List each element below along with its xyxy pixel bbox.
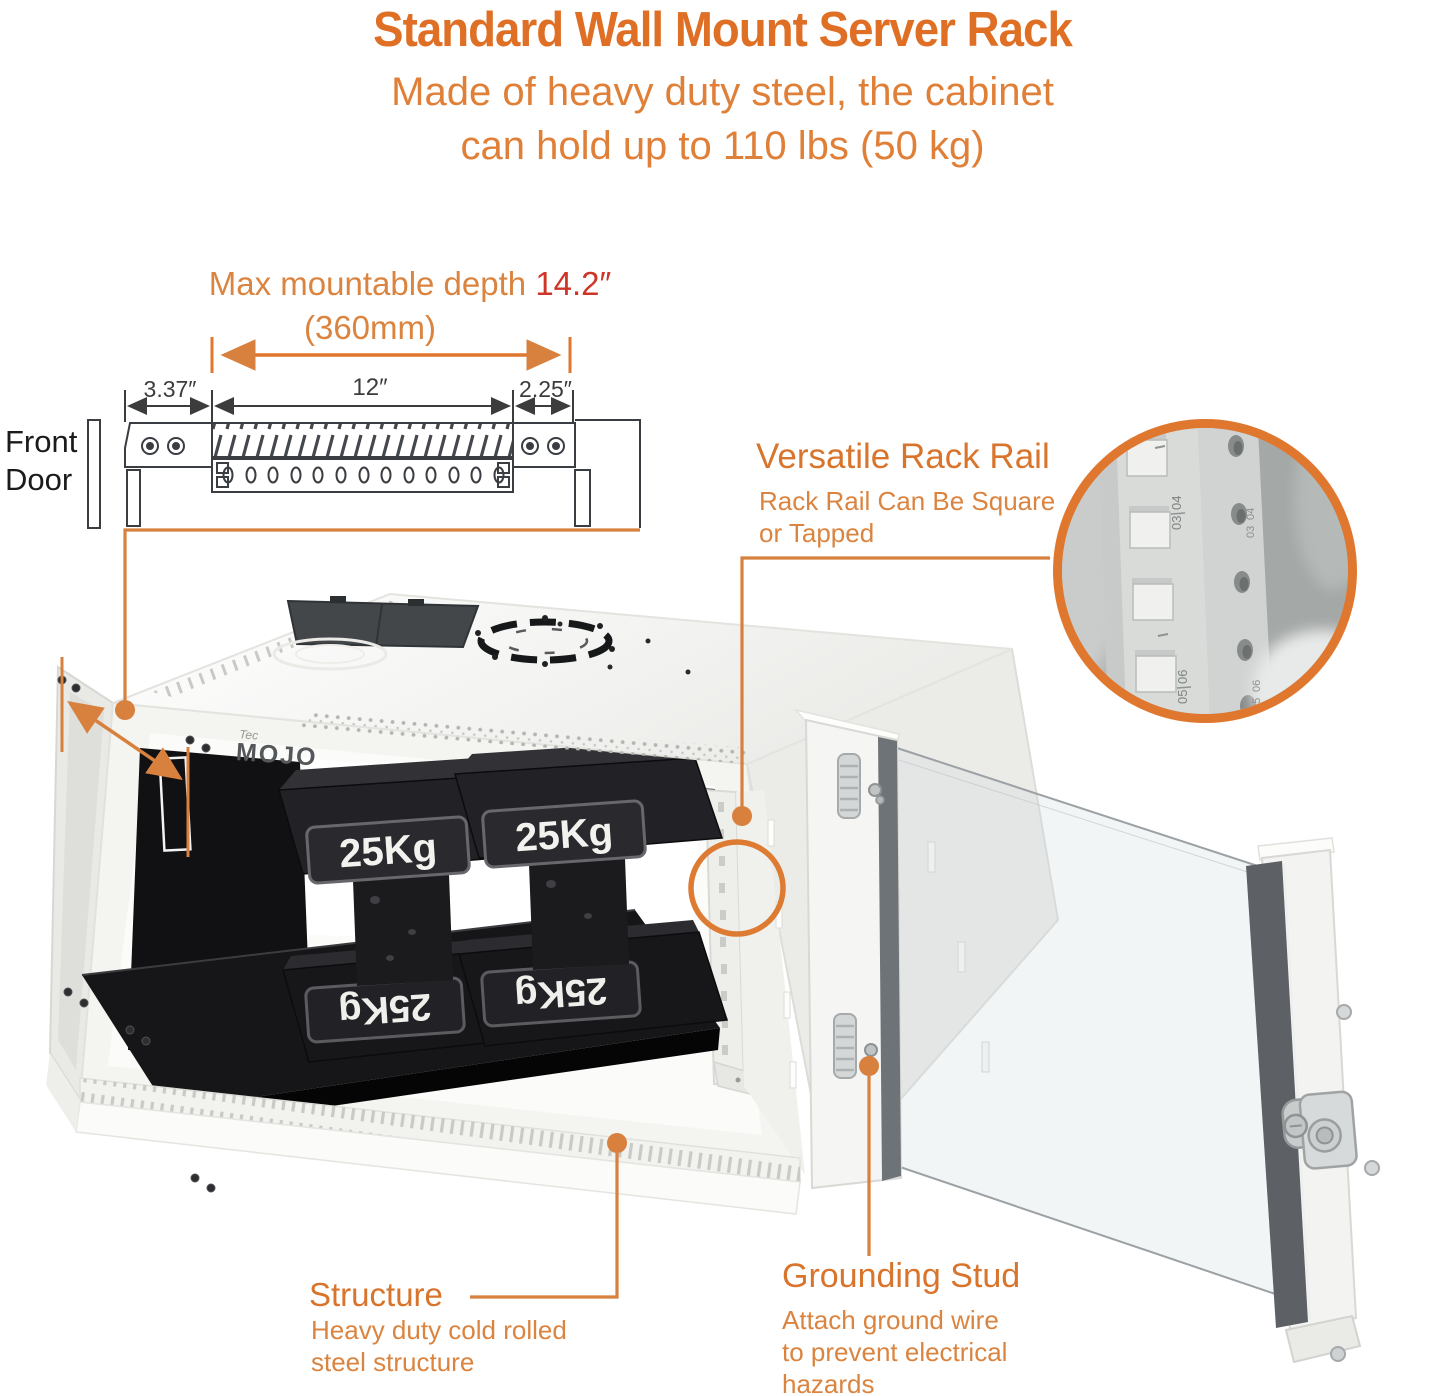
- rail-marking-side-c: 05: [1251, 698, 1263, 710]
- rack-rail-callout-desc1: Rack Rail Can Be Square: [759, 486, 1056, 516]
- structure-callout-desc1: Heavy duty cold rolled: [311, 1315, 567, 1345]
- rail-square-holes: [1126, 432, 1177, 693]
- brand-logo: Tec MOJO: [235, 727, 318, 772]
- structure-callout-desc2: steel structure: [311, 1347, 475, 1377]
- wall-flange-left: [87, 419, 101, 529]
- rail-marking-side-a: 03: [1245, 526, 1257, 538]
- rail-holes-row: [222, 466, 505, 484]
- page-subtitle-line1: Made of heavy duty steel, the cabinet: [391, 70, 1054, 114]
- door-lock-stile: [1246, 837, 1380, 1364]
- rack-rail-section: [211, 458, 514, 493]
- depth-metric-label: (360mm): [303, 309, 437, 346]
- brand-prefix-text: Tec: [239, 727, 259, 742]
- rail-marking-05: 05: [1175, 690, 1190, 704]
- grounding-stud-callout-desc1: Attach ground wire: [782, 1305, 999, 1335]
- door-hinge-stile: [793, 708, 903, 1190]
- weight-label-top-2: 25Kg: [514, 810, 615, 861]
- brand-name-text: MOJO: [235, 738, 318, 772]
- rack-rail-callout-title: Versatile Rack Rail: [756, 437, 1050, 476]
- rail-marking-06: 06: [1175, 670, 1190, 684]
- rack-rail-magnifier: 03 04 05 06 03 04 05 06: [1053, 419, 1357, 723]
- depth-dimension-label: Max mountable depth 14.2″: [130, 265, 690, 302]
- bottom-vent-band: [46, 1053, 801, 1215]
- rail-round-holes: [1228, 435, 1256, 714]
- cam-lock: [1281, 1090, 1358, 1170]
- structure-callout-title: Structure: [309, 1276, 443, 1313]
- rail-side-face: [1198, 428, 1272, 714]
- grounding-stud-callout-title: Grounding Stud: [782, 1257, 1021, 1295]
- page-title: Standard Wall Mount Server Rack: [373, 3, 1073, 57]
- dim-rear-section: 2.25″: [519, 376, 572, 402]
- grounding-stud-callout-desc3: hazards: [782, 1369, 875, 1396]
- test-weight-2: 25Kg 25Kg: [454, 740, 728, 1047]
- page-subtitle-line2: can hold up to 110 lbs (50 kg): [460, 124, 985, 168]
- rack-rail-callout-desc2: or Tapped: [759, 518, 875, 548]
- rail-marking-side-b: 04: [1245, 508, 1257, 520]
- dim-middle-section: 12″: [352, 374, 388, 401]
- door-glass-pane: [896, 746, 1295, 1302]
- dim-front-section: 3.37″: [143, 376, 197, 402]
- front-door-label-line2: Door: [5, 462, 73, 497]
- weight-label-bottom-2: 25Kg: [513, 969, 609, 1017]
- top-perforation-band: [300, 712, 747, 764]
- door-hinge-bottom: [833, 1013, 878, 1079]
- vent-slot-band: [211, 422, 514, 458]
- glass-door: [793, 708, 1380, 1364]
- cross-section-drawing: [87, 419, 641, 529]
- wall-flange-right: [575, 419, 641, 528]
- depth-dimension-prefix: Max mountable depth: [208, 265, 536, 302]
- rail-marking-04: 04: [1169, 496, 1184, 510]
- rail-unit-markings: 03 04 05 06 03 04 05 06: [1154, 445, 1263, 710]
- rail-marking-03: 03: [1169, 516, 1184, 530]
- weight-label-bottom-1: 25Kg: [337, 985, 433, 1033]
- rail-front-face: [1098, 428, 1210, 714]
- depth-dimension-value: 14.2″: [535, 265, 612, 302]
- grounding-stud-callout-desc2: to prevent electrical: [782, 1337, 1008, 1367]
- weight-label-top-1: 25Kg: [338, 826, 439, 877]
- rack-rail-closeup: 03 04 05 06 03 04 05 06: [1062, 428, 1348, 714]
- front-door-label-line1: Front: [5, 424, 78, 459]
- door-foot-bracket: [1284, 1314, 1362, 1364]
- rail-marking-side-d: 06: [1251, 680, 1263, 692]
